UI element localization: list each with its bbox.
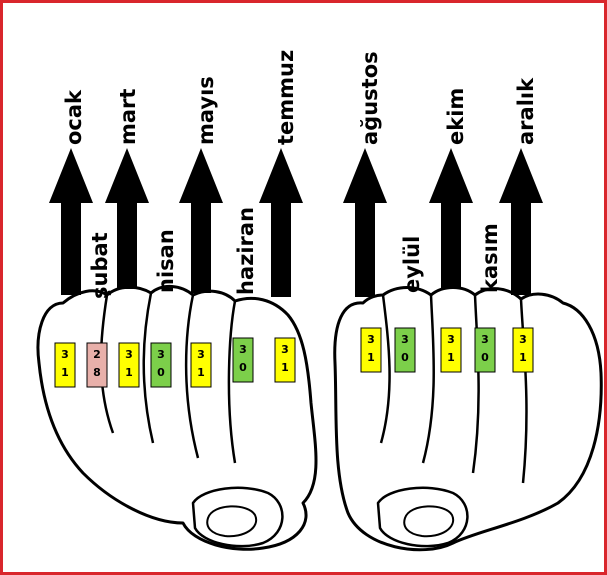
arrows: [49, 148, 543, 297]
day-digit-9-0: 3: [447, 333, 455, 346]
day-digit-6-1: 1: [281, 361, 289, 374]
label-mart: mart: [116, 89, 140, 145]
day-digit-8-1: 0: [401, 351, 409, 364]
day-digit-4-0: 3: [197, 348, 205, 361]
label-temmuz: temmuz: [274, 50, 298, 145]
arrow-ocak: [49, 148, 93, 295]
day-digit-4-1: 1: [197, 366, 205, 379]
day-digit-3-1: 0: [157, 366, 165, 379]
arrow-ekim: [429, 148, 473, 289]
label-aralik: aralık: [514, 77, 538, 145]
arrow-temmuz: [259, 148, 303, 297]
day-digit-1-1: 8: [93, 366, 101, 379]
day-digit-2-1: 1: [125, 366, 133, 379]
day-digit-0-0: 3: [61, 348, 69, 361]
right-thumbnail: [404, 506, 453, 536]
arrow-agustos: [343, 148, 387, 297]
label-subat: şubat: [88, 232, 112, 299]
day-digit-11-1: 1: [519, 351, 527, 364]
day-digit-11-0: 3: [519, 333, 527, 346]
day-digit-6-0: 3: [281, 343, 289, 356]
day-digit-0-1: 1: [61, 366, 69, 379]
label-kasim: kasım: [478, 223, 502, 293]
diagram-svg: ocak şubat mart nisan mayıs haziran temm…: [3, 3, 604, 572]
right-fist: [335, 288, 601, 550]
label-agustos: ağustos: [358, 51, 382, 145]
day-digit-10-0: 3: [481, 333, 489, 346]
day-digit-2-0: 3: [125, 348, 133, 361]
day-digit-7-0: 3: [367, 333, 375, 346]
day-digit-8-0: 3: [401, 333, 409, 346]
arrow-mayis: [179, 148, 223, 293]
day-digit-3-0: 3: [157, 348, 165, 361]
day-digit-1-0: 2: [93, 348, 101, 361]
day-digit-9-1: 1: [447, 351, 455, 364]
left-thumbnail: [207, 506, 256, 536]
day-digit-5-1: 0: [239, 361, 247, 374]
arrow-aralik: [499, 148, 543, 295]
label-ocak: ocak: [62, 89, 86, 145]
label-nisan: nisan: [154, 229, 178, 293]
left-fist: [38, 286, 316, 549]
day-digit-5-0: 3: [239, 343, 247, 356]
label-mayis: mayıs: [194, 76, 218, 145]
day-digit-7-1: 1: [367, 351, 375, 364]
label-eylul: eylül: [400, 236, 424, 293]
label-ekim: ekim: [444, 88, 468, 145]
label-haziran: haziran: [234, 207, 258, 295]
day-digit-10-1: 0: [481, 351, 489, 364]
